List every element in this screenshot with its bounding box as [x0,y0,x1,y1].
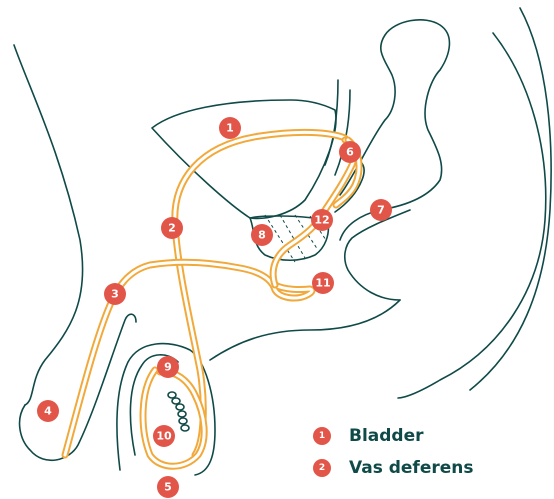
svg-text:4: 4 [44,405,52,418]
legend-label: Bladder [349,426,424,446]
legend-label: Vas deferens [349,458,474,478]
svg-text:11: 11 [315,277,330,290]
legend: 1 Bladder 2 Vas deferens [313,420,474,484]
legend-badge: 2 [313,459,331,477]
marker-2: 2 [161,217,183,239]
legend-badge: 1 [313,427,331,445]
marker-12: 12 [311,209,333,231]
svg-text:9: 9 [164,361,172,374]
marker-10: 10 [153,425,175,447]
svg-text:6: 6 [346,146,354,159]
back-outline [398,33,546,398]
rectum-outline [340,20,449,240]
epididymis-coils [168,392,189,431]
svg-text:2: 2 [168,222,176,235]
svg-text:12: 12 [314,214,329,227]
marker-8: 8 [251,224,273,246]
svg-text:5: 5 [164,481,172,494]
svg-text:8: 8 [258,229,266,242]
marker-5: 5 [157,476,179,498]
marker-1: 1 [219,117,241,139]
buttock-outline [345,210,410,300]
legend-item-bladder: 1 Bladder [313,420,474,452]
svg-text:10: 10 [156,430,172,443]
perineum-outline [210,300,400,360]
marker-4: 4 [37,400,59,422]
front-body-outline [14,45,83,405]
marker-11: 11 [312,272,334,294]
back-inner-outline [470,8,551,390]
marker-6: 6 [339,141,361,163]
svg-text:3: 3 [111,288,119,301]
marker-9: 9 [157,356,179,378]
svg-text:7: 7 [377,204,385,217]
svg-text:1: 1 [226,122,234,135]
legend-item-vas-deferens: 2 Vas deferens [313,452,474,484]
penis-outline [20,314,136,460]
marker-7: 7 [370,199,392,221]
marker-3: 3 [104,283,126,305]
